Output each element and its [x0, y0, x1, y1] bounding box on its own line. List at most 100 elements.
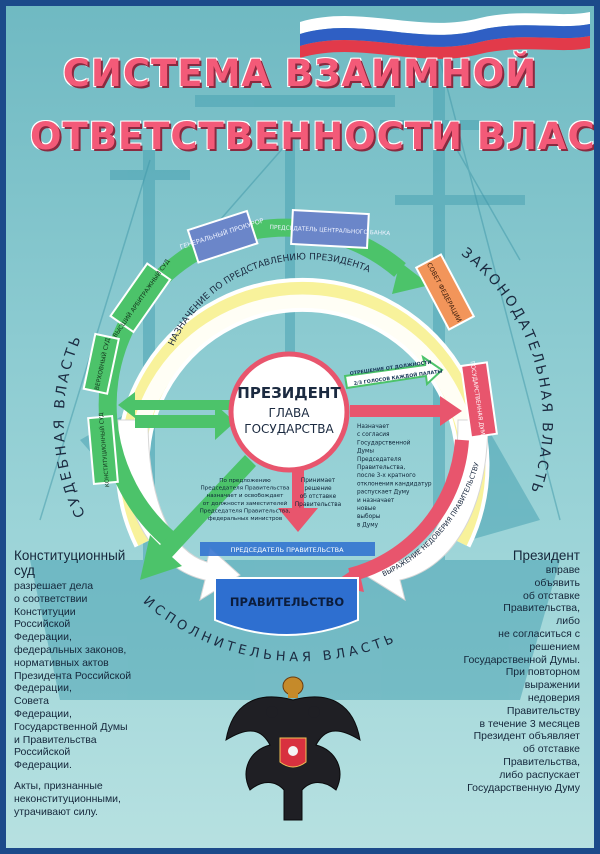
center-line3: ГОСУДАРСТВА	[244, 422, 334, 436]
green-arrow-to-courts	[118, 392, 230, 418]
left-body-line: и Правительства	[14, 733, 97, 746]
box-state-duma: ГОСУДАРСТВЕННАЯ ДУМА	[459, 361, 499, 439]
note-appoints-line: и назначает	[357, 498, 395, 504]
removal-arrow: ОТРЕШЕНИЕ ОТ ДОЛЖНОСТИ 2/3 ГОЛОСОВ КАЖДО…	[343, 354, 444, 390]
left-body-line: Федерации.	[14, 759, 72, 772]
left-body-line: нормативных актов	[14, 656, 109, 669]
right-body-line: Президент объявляет	[473, 730, 580, 743]
right-body-line: Правительству	[506, 704, 580, 717]
center-line1: ПРЕЗИДЕНТ	[237, 384, 341, 402]
right-text-heading: Президент	[448, 548, 580, 563]
left-heading-line: суд	[14, 563, 35, 578]
right-heading-line: Президент	[512, 548, 580, 563]
left-body-line: Российской	[14, 746, 71, 759]
note-appoints-line: новые	[357, 506, 376, 512]
note-resignation-line: решение	[304, 486, 332, 492]
note-appoints: Назначает с согласияГосударственнойДумыПр…	[357, 424, 432, 528]
russian-flag-icon	[300, 12, 590, 59]
green-arrow-to-center	[135, 404, 235, 440]
note-appoints-line: отклонения кандидатур	[357, 481, 432, 487]
note-resignation-line: об отставке	[300, 494, 337, 500]
right-body-line: выражении	[524, 679, 580, 692]
note-proposal-line: федеральных министров	[208, 516, 282, 522]
green-arrow-down-left	[140, 455, 256, 580]
note-appoints-line: Думы	[357, 449, 374, 455]
poster-title-line1: СИСТЕМА ВЗАИМНОЙ	[62, 52, 538, 95]
right-body-line: об отставке	[523, 589, 580, 602]
note-proposal-line: По предложению	[219, 478, 271, 484]
box-constitutional-court: КОНСТИТУЦИОННЫЙ СУД	[87, 412, 119, 487]
note-appoints-line: после 3-х кратного	[357, 473, 416, 479]
right-body-line: об отставке	[523, 743, 580, 756]
left-body-line: Президента Российской	[14, 669, 132, 682]
president-circle: ПРЕЗИДЕНТ ГЛАВА ГОСУДАРСТВА	[228, 351, 350, 473]
note-appoints-line: распускает Думу	[357, 490, 410, 496]
right-body-line: объявить	[534, 576, 580, 589]
double-headed-eagle-icon	[225, 676, 361, 821]
red-ring-arrow	[348, 439, 469, 582]
note-proposal-line: Председателя Правительства,	[200, 508, 291, 514]
right-body-line: Государственной Думы.	[463, 653, 580, 666]
left-body-line: федеральных законов,	[14, 643, 127, 656]
note-resignation-line: Правительства	[295, 502, 342, 508]
box-federation-council: СОВЕТ ФЕДЕРАЦИИ	[414, 253, 476, 331]
right-body-line: вправе	[545, 564, 580, 576]
note-proposal-line: Председателя Правительства	[200, 486, 289, 492]
note-appoints-line: в Думу	[357, 522, 379, 528]
inner-ring	[127, 294, 478, 471]
government-chair-label: ПРЕДСЕДАТЕЛЬ ПРАВИТЕЛЬСТВА	[230, 546, 344, 554]
note-proposal-line: от должности заместителей	[203, 500, 288, 507]
note-appoints-line: Председателя	[357, 457, 401, 463]
right-body-line: Правительства,	[503, 602, 580, 615]
note-appoints-line: Государственной	[357, 439, 411, 446]
right-body-line: не согласиться с	[498, 627, 580, 640]
right-body-line: Правительства,	[503, 755, 580, 768]
note-appoints-line: с согласия	[357, 432, 390, 438]
note-proposal-line: назначает и освобождает	[207, 493, 285, 499]
left-acts-line: неконституционными,	[14, 792, 121, 805]
left-body-line: о соответствии	[14, 592, 88, 605]
red-arrow-to-duma	[350, 396, 462, 426]
government-block: ПРЕДСЕДАТЕЛЬ ПРАВИТЕЛЬСТВА ПРАВИТЕЛЬСТВО	[200, 542, 375, 636]
right-body-line: либо	[556, 615, 580, 628]
left-heading-line: Конституционный	[14, 548, 126, 563]
right-body-line: либо распускает	[499, 768, 580, 781]
left-body-line: Государственной Думы	[14, 720, 128, 733]
box-arbitration-court: ВЫСШИЙ АРБИТРАЖНЫЙ СУД	[109, 258, 172, 339]
left-body-line: Совета	[14, 695, 49, 708]
center-line2: ГЛАВА	[269, 406, 311, 420]
right-body-line: При повторном	[505, 666, 580, 679]
government-label: ПРАВИТЕЛЬСТВО	[230, 595, 344, 609]
left-body-line: Конституции	[14, 605, 76, 618]
left-body-line: Федерации,	[14, 631, 72, 644]
note-resignation-line: Принимает	[301, 478, 336, 484]
judicial-branch-label: СУДЕБНАЯ ВЛАСТЬ	[52, 331, 89, 520]
left-body-line: Федерации,	[14, 682, 72, 695]
left-body-line: Федерации,	[14, 707, 72, 720]
red-arrow-to-government	[278, 460, 318, 532]
left-body-line: разрешает дела	[14, 580, 94, 592]
right-body-line: Государственную Думу	[467, 781, 580, 794]
right-body-line: в течение 3 месяцев	[479, 717, 580, 730]
left-acts-line: утрачивают силу.	[14, 805, 98, 818]
note-appoints-line: Назначает	[357, 424, 390, 430]
box-central-bank: ПРЕДСЕДАТЕЛЬ ЦЕНТРАЛЬНОГО БАНКА	[269, 208, 390, 250]
poster-title-line2: ОТВЕТСТВЕННОСТИ ВЛАСТЕЙ	[30, 115, 600, 158]
left-acts-line: Акты, признанные	[14, 779, 103, 792]
left-body-line: Российской	[14, 618, 71, 631]
right-body-line: решением	[529, 640, 580, 653]
box-supreme-court: ВЕРХОВНЫЙ СУД	[82, 332, 120, 395]
note-appoints-line: выборы	[357, 514, 381, 520]
note-appoints-line: Правительства,	[357, 465, 405, 471]
right-body-line: недоверия	[527, 691, 580, 704]
